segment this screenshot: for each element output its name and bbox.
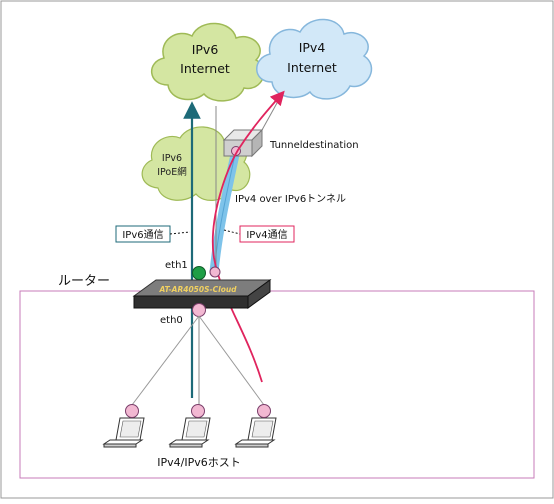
- hosts-label: IPv4/IPv6ホスト: [157, 456, 240, 469]
- ipv4-internet-line2: Internet: [287, 60, 337, 75]
- ipoe-network-cloud: IPv6 IPoE網: [141, 126, 251, 201]
- ipv6-internet-line2: Internet: [180, 61, 230, 76]
- ipv6-internet-cloud: IPv6 Internet: [151, 22, 265, 102]
- tunnel-destination-device: [222, 128, 264, 158]
- eth0-label: eth0: [160, 315, 183, 326]
- host-left-port: [125, 404, 139, 418]
- router-device: AT-AR4050S-Cloud: [132, 279, 272, 309]
- ipv6-comm-label: IPv6通信: [122, 229, 163, 241]
- host-center-port: [191, 404, 205, 418]
- tunnel-label: IPv4 over IPv6トンネル: [235, 193, 346, 205]
- host-right-link: [198, 315, 265, 406]
- router-model-label: AT-AR4050S-Cloud: [158, 285, 237, 294]
- ipoe-line1: IPv6: [162, 153, 182, 164]
- tunnel-destination-label: Tunneldestination: [269, 140, 359, 151]
- laptop-icon-center: [168, 404, 211, 448]
- lan-box: [19, 290, 535, 479]
- ipv4-comm-leader: [223, 229, 241, 235]
- laptop-icon-left: [102, 404, 145, 448]
- ipv6-comm-label-box: IPv6通信: [115, 225, 171, 243]
- host-right-port: [257, 404, 271, 418]
- ipv4-comm-label-box: IPv4通信: [239, 225, 295, 243]
- ipv6-internet-line1: IPv6: [192, 42, 219, 57]
- router-label: ルーター: [58, 274, 110, 289]
- ipv4-internet-cloud: IPv4 Internet: [256, 18, 373, 100]
- laptop-icon-right: [234, 404, 277, 448]
- eth0-port: [192, 303, 206, 317]
- ipv6-comm-leader: [169, 231, 191, 235]
- tunnel-source-port: [209, 266, 221, 278]
- ipv4-comm-label: IPv4通信: [246, 229, 287, 241]
- ipv4-internet-line1: IPv4: [299, 40, 326, 55]
- host-left-link: [131, 315, 200, 406]
- eth1-label: eth1: [165, 260, 188, 271]
- ipv4-traffic-arrow: [212, 90, 285, 383]
- ipoe-line2: IPoE網: [157, 166, 187, 178]
- eth1-port: [192, 266, 206, 280]
